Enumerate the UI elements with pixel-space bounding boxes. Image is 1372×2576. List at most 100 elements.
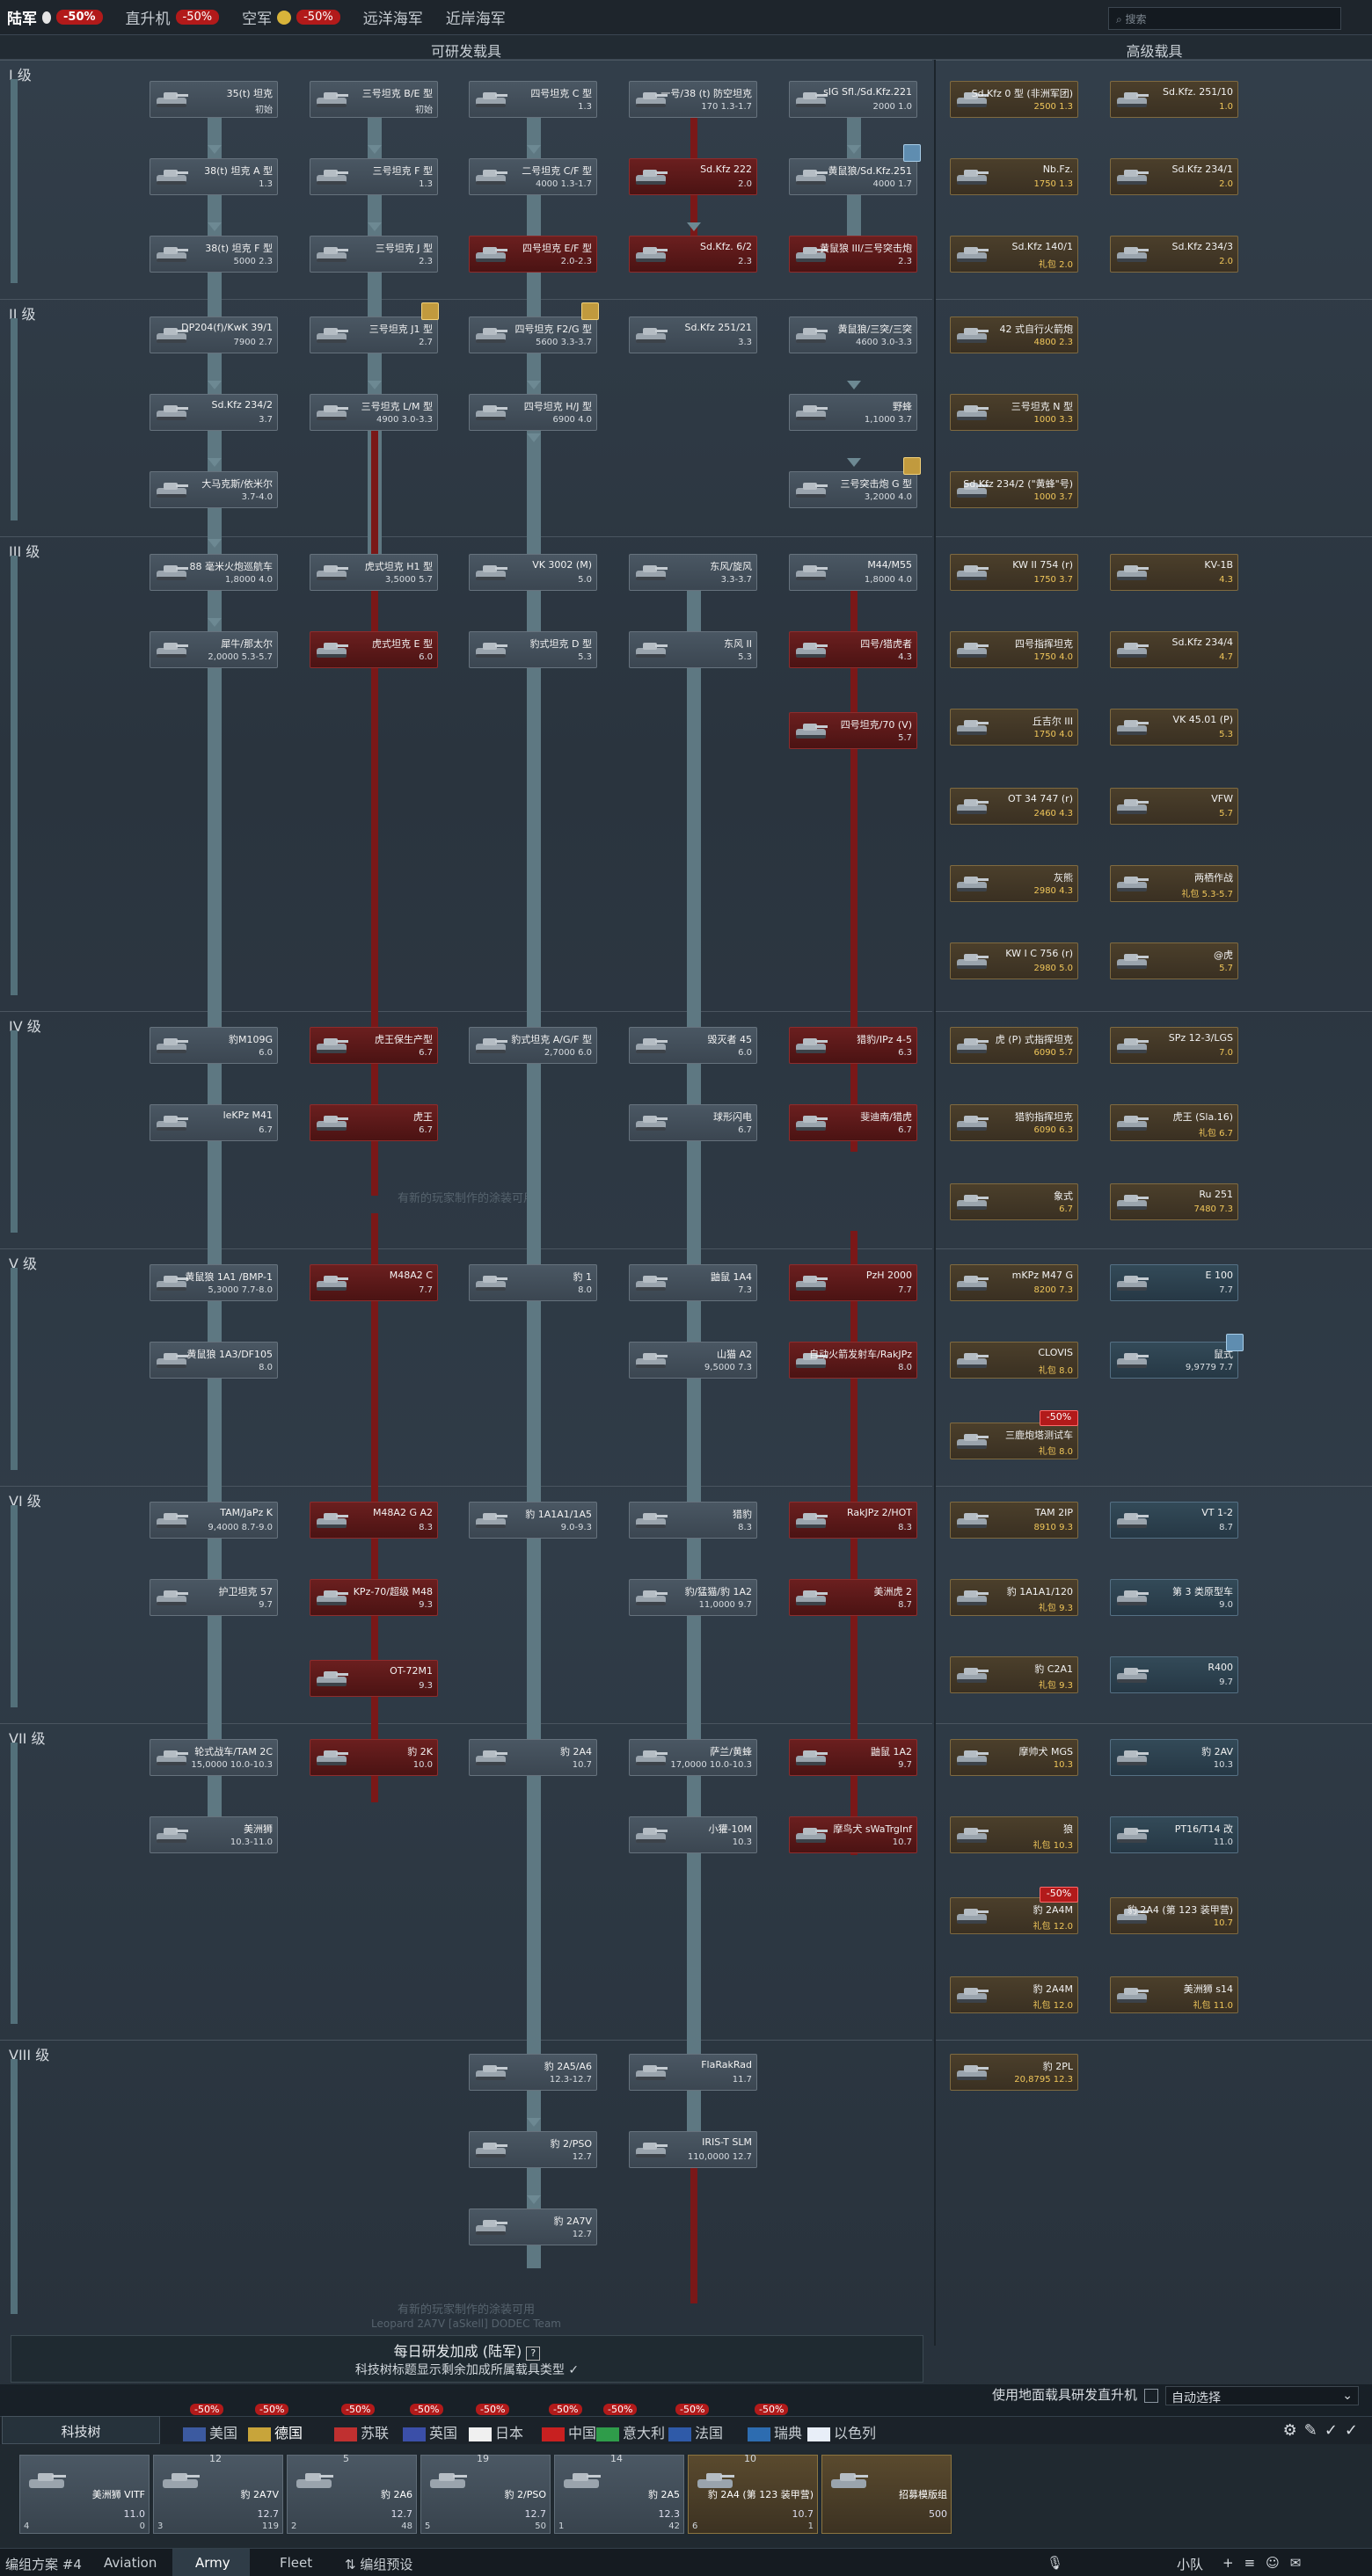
premium-vehicle-card[interactable]: 三鹿炮塔测试车礼包 8.0: [950, 1423, 1078, 1459]
vehicle-card[interactable]: 35(t) 坦克初始: [150, 81, 278, 118]
tab-army[interactable]: 陆军-50%: [7, 6, 103, 28]
auto-research-checkbox[interactable]: [1144, 2388, 1159, 2403]
nation-tab[interactable]: 瑞典: [748, 2421, 802, 2442]
tab-coastal-fleet[interactable]: 近岸海军: [446, 6, 506, 28]
help-icon[interactable]: ?: [526, 2347, 541, 2361]
wrench-icon[interactable]: ✎: [1303, 2421, 1325, 2440]
tab-army-bottom[interactable]: Army: [195, 2555, 230, 2571]
menu-icon[interactable]: ≡: [1244, 2555, 1266, 2571]
nation-tab[interactable]: 意大利: [596, 2421, 665, 2442]
auto-select-dropdown[interactable]: 自动选择 ⌄: [1165, 2385, 1360, 2405]
friends-icon[interactable]: ☺: [1266, 2555, 1290, 2571]
premium-vehicle-card[interactable]: Sd.Kfz 234/2 ("黄蜂"号)1000 3.7: [950, 471, 1078, 508]
tech-tree-tab[interactable]: 科技树: [2, 2416, 160, 2444]
premium-vehicle-card[interactable]: 两栖作战礼包 5.3-5.7: [1110, 865, 1238, 902]
premium-vehicle-card[interactable]: Nb.Fz.1750 1.3: [950, 158, 1078, 195]
preset-label[interactable]: 编组方案 #4: [5, 2557, 82, 2572]
premium-vehicle-card[interactable]: KW II 754 (r)1750 3.7: [950, 554, 1078, 591]
vehicle-card[interactable]: VK 3002 (M)5.0: [469, 554, 597, 591]
add-icon[interactable]: +: [1222, 2555, 1244, 2571]
gear-icon[interactable]: ⚙: [1282, 2421, 1304, 2440]
premium-vehicle-card[interactable]: OT 34 747 (r)2460 4.3: [950, 788, 1078, 825]
premium-vehicle-card[interactable]: VK 45.01 (P)5.3: [1110, 709, 1238, 746]
premium-vehicle-card[interactable]: 豹 2A4 (第 123 装甲营)10.7: [1110, 1897, 1238, 1934]
mic-icon[interactable]: 🎙: [1047, 2555, 1064, 2571]
premium-vehicle-card[interactable]: 狼礼包 10.3: [950, 1816, 1078, 1853]
tab-helicopters[interactable]: 直升机-50%: [126, 6, 220, 28]
vehicle-card[interactable]: 三号坦克 B/E 型初始: [310, 81, 438, 118]
tab-fleet-bottom[interactable]: Fleet: [280, 2555, 313, 2571]
